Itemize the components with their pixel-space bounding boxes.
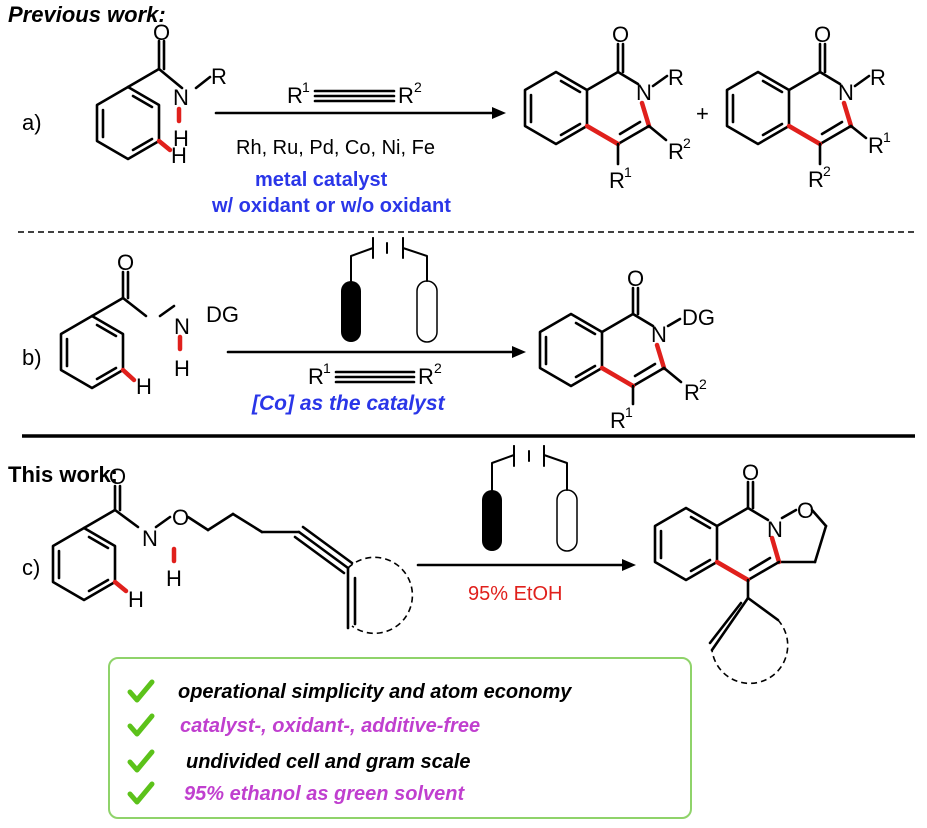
arrowhead-c bbox=[622, 559, 636, 571]
checkmark-icon bbox=[127, 713, 155, 737]
features-box bbox=[108, 657, 692, 819]
svg-text:N: N bbox=[651, 322, 667, 347]
svg-text:O: O bbox=[742, 460, 759, 485]
svg-text:O: O bbox=[612, 22, 629, 47]
isoquinolone-product-b bbox=[538, 286, 683, 406]
svg-text:N: N bbox=[838, 80, 854, 105]
plus-sign: + bbox=[696, 101, 709, 126]
electrode-cathode-icon bbox=[416, 280, 438, 343]
substrate-c bbox=[51, 484, 414, 635]
svg-text:R: R bbox=[418, 364, 434, 389]
svg-text:N: N bbox=[174, 314, 190, 339]
svg-text:catalyst-, oxidant-, additive-: catalyst-, oxidant-, additive-free bbox=[180, 715, 480, 737]
svg-text:R: R bbox=[684, 380, 700, 405]
condition-metals: Rh, Ru, Pd, Co, Ni, Fe bbox=[236, 137, 435, 159]
svg-text:95% ethanol as green solvent: 95% ethanol as green solvent bbox=[184, 783, 465, 805]
svg-text:2: 2 bbox=[823, 163, 831, 179]
svg-text:H: H bbox=[166, 566, 182, 591]
isoquinolone-product-a1 bbox=[523, 42, 669, 166]
svg-text:O: O bbox=[109, 464, 126, 489]
label-b: b) bbox=[22, 345, 42, 370]
svg-text:operational simplicity and at: operational simplicity and atom economy bbox=[178, 681, 572, 703]
svg-text:H: H bbox=[136, 374, 152, 399]
atom-o-ring: O bbox=[797, 498, 814, 523]
condition-metal-catalyst: metal catalyst bbox=[255, 169, 388, 191]
svg-text:DG: DG bbox=[682, 305, 715, 330]
atom-r: R bbox=[211, 64, 227, 89]
heading-previous-work: Previous work: bbox=[8, 2, 166, 27]
alkyne-r1: R bbox=[287, 83, 303, 108]
alkyne-triple-bond-b bbox=[334, 370, 416, 384]
svg-text:R: R bbox=[308, 364, 324, 389]
electrode-anode-icon bbox=[341, 281, 361, 342]
svg-text:R: R bbox=[668, 65, 684, 90]
svg-text:R: R bbox=[808, 167, 824, 192]
label-a: a) bbox=[22, 110, 42, 135]
svg-text:R: R bbox=[868, 133, 884, 158]
atom-h-ortho: H bbox=[171, 143, 187, 168]
svg-text:2: 2 bbox=[434, 360, 442, 376]
checkmark-icon bbox=[127, 749, 155, 773]
electrode-anode-icon bbox=[482, 490, 502, 551]
feature-item-3: undivided cell and gram scale bbox=[127, 749, 471, 773]
feature-item-1: operational simplicity and atom economy bbox=[127, 679, 572, 703]
svg-text:1: 1 bbox=[625, 404, 633, 420]
label-c: c) bbox=[22, 555, 40, 580]
condition-oxidant: w/ oxidant or w/o oxidant bbox=[211, 195, 451, 217]
benzamide-a bbox=[95, 39, 212, 161]
isoquinolone-product-a2 bbox=[725, 42, 871, 166]
electrode-cathode-icon bbox=[556, 489, 578, 552]
atom-h: H bbox=[173, 126, 189, 151]
svg-text:R: R bbox=[609, 168, 625, 193]
electrolysis-cell-b bbox=[341, 237, 438, 343]
svg-text:N: N bbox=[142, 526, 158, 551]
arrowhead-b bbox=[512, 346, 526, 358]
alkyne-triple-bond bbox=[313, 89, 396, 103]
svg-text:1: 1 bbox=[883, 129, 891, 145]
svg-text:2: 2 bbox=[414, 79, 422, 95]
svg-text:2: 2 bbox=[683, 135, 691, 151]
svg-text:1: 1 bbox=[624, 164, 632, 180]
benzamide-b bbox=[59, 270, 183, 390]
svg-text:N: N bbox=[636, 80, 652, 105]
checkmark-icon bbox=[127, 679, 155, 703]
condition-solvent: 95% EtOH bbox=[468, 583, 562, 605]
svg-text:2: 2 bbox=[699, 376, 707, 392]
svg-text:O: O bbox=[627, 266, 644, 291]
feature-item-4: 95% ethanol as green solvent bbox=[127, 781, 465, 805]
atom-n: N bbox=[173, 85, 189, 110]
alkyne-r2: R bbox=[398, 83, 414, 108]
electrolysis-cell-c bbox=[482, 445, 578, 552]
svg-text:R: R bbox=[870, 65, 886, 90]
svg-text:undivided cell and gram scale: undivided cell and gram scale bbox=[186, 751, 471, 773]
tricyclic-product-c bbox=[653, 480, 828, 685]
directing-group: DG bbox=[206, 302, 239, 327]
atom-o: O bbox=[153, 20, 170, 45]
svg-text:H: H bbox=[128, 587, 144, 612]
svg-text:R: R bbox=[668, 139, 684, 164]
arrowhead-a bbox=[492, 107, 506, 119]
condition-co-catalyst: [Co] as the catalyst bbox=[251, 392, 446, 415]
svg-text:1: 1 bbox=[302, 79, 310, 95]
svg-text:O: O bbox=[117, 250, 134, 275]
svg-text:1: 1 bbox=[323, 360, 331, 376]
svg-text:O: O bbox=[814, 22, 831, 47]
checkmark-icon bbox=[127, 781, 155, 805]
atom-o-ether: O bbox=[172, 505, 189, 530]
heading-this-work: This work: bbox=[8, 462, 118, 487]
svg-text:N: N bbox=[767, 517, 783, 542]
svg-text:R: R bbox=[610, 408, 626, 433]
feature-item-2: catalyst-, oxidant-, additive-free bbox=[127, 713, 480, 737]
svg-text:H: H bbox=[174, 356, 190, 381]
